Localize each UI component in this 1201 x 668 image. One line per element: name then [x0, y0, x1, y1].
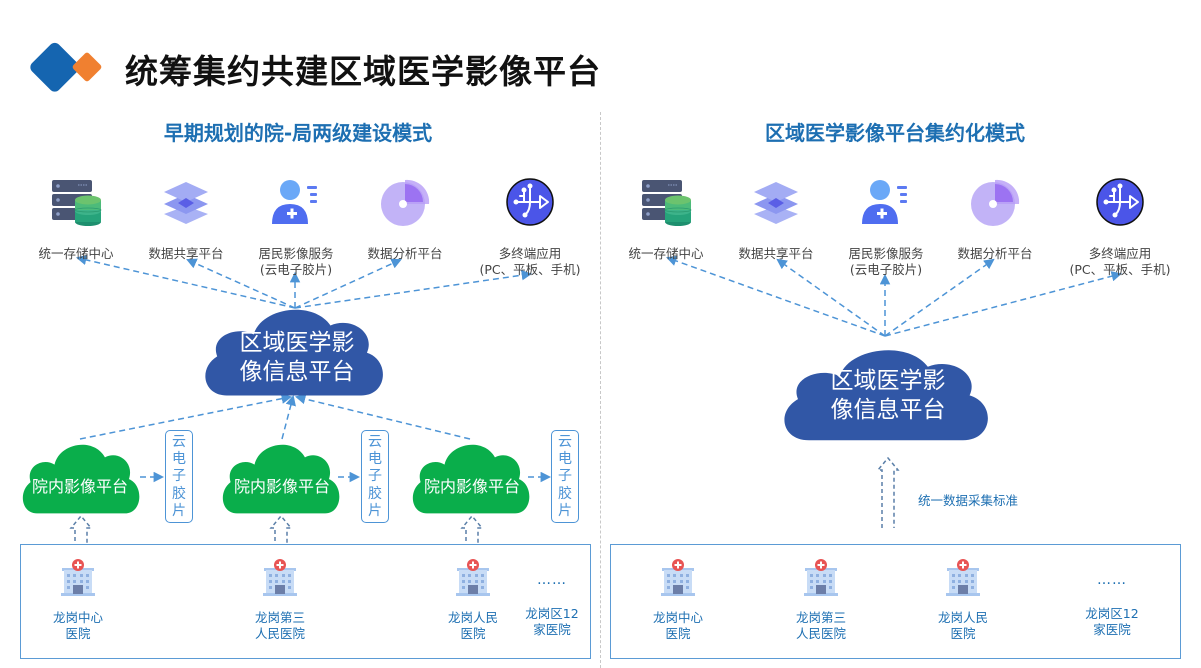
arrow-to-terminal-r — [884, 271, 1123, 337]
hospital-label: 龙岗人民医院 — [447, 610, 498, 641]
service-storage-r: 统一存储中心 — [606, 176, 726, 262]
arrow-to-terminal — [294, 270, 533, 309]
service-storage: 统一存储中心 — [16, 176, 136, 262]
pie-analytics-icon — [379, 176, 431, 228]
service-terminal: 多终端应用(PC、平板、手机) — [470, 176, 590, 278]
service-label: 数据分析平台 — [367, 246, 443, 261]
hospital-item: 龙岗人民医院 — [428, 558, 518, 642]
service-label: 统一存储中心 — [628, 246, 704, 261]
hospital-label: 龙岗中心医院 — [652, 610, 703, 641]
storage-server-icon — [640, 176, 692, 228]
hospital-icon — [658, 558, 698, 598]
hospital-item: 龙岗中心医院 — [33, 558, 123, 642]
hospital-item: 龙岗第三人民医院 — [776, 558, 866, 642]
arrow-hosp2-to-central — [281, 394, 296, 440]
multi-terminal-icon — [1094, 176, 1146, 228]
page-title: 统筹集约共建区域医学影像平台 — [125, 52, 601, 91]
hospital-label: 龙岗人民医院 — [937, 610, 988, 641]
service-label: 多终端应用(PC、平板、手机) — [1069, 246, 1171, 277]
service-resident: 居民影像服务(云电子胶片) — [236, 176, 356, 278]
ellipsis-icon: …… — [1097, 572, 1127, 588]
cloud-film-box: 云电子胶片 — [361, 430, 389, 523]
hospital-icon — [943, 558, 983, 598]
layers-icon — [160, 176, 212, 228]
left-section-title: 早期规划的院-局两级建设模式 — [163, 121, 433, 145]
cloud-film-box: 云电子胶片 — [551, 430, 579, 523]
hospital-label: 龙岗第三人民医院 — [254, 610, 305, 641]
service-share-r: 数据共享平台 — [716, 176, 836, 262]
service-share: 数据共享平台 — [126, 176, 246, 262]
hospital-cloud-label: 院内影像平台 — [31, 477, 129, 496]
central-cloud-label-left: 区域医学影像信息平台 — [239, 330, 355, 385]
hospital-item: 龙岗第三人民医院 — [235, 558, 325, 642]
service-label: 数据共享平台 — [148, 246, 224, 261]
right-hospital-group — [610, 544, 1181, 659]
hospital-label: 龙岗第三人民医院 — [795, 610, 846, 641]
section-divider — [600, 112, 601, 668]
resident-medical-icon — [860, 176, 912, 228]
central-cloud-label-right: 区域医学影像信息平台 — [830, 368, 946, 423]
left-hospital-group — [20, 544, 591, 659]
hospital-cloud-label: 院内影像平台 — [233, 477, 331, 496]
up-arrow-right — [876, 456, 900, 528]
service-label: 多终端应用(PC、平板、手机) — [479, 246, 581, 277]
hospital-icon — [260, 558, 300, 598]
ellipsis-icon: …… — [537, 572, 567, 588]
hospital-icon — [453, 558, 493, 598]
cloud-film-box: 云电子胶片 — [165, 430, 193, 523]
hospital-cloud-label: 院内影像平台 — [423, 477, 521, 496]
layers-icon — [750, 176, 802, 228]
service-analysis: 数据分析平台 — [345, 176, 465, 262]
data-standard-label: 统一数据采集标准 — [918, 493, 1019, 508]
hospital-icon — [58, 558, 98, 598]
logo-icon — [28, 36, 108, 102]
service-analysis-r: 数据分析平台 — [935, 176, 1055, 262]
pie-analytics-icon — [969, 176, 1021, 228]
hospital-icon — [801, 558, 841, 598]
hospital-item: 龙岗人民医院 — [918, 558, 1008, 642]
service-terminal-r: 多终端应用(PC、平板、手机) — [1060, 176, 1180, 278]
hospital-label: 龙岗中心医院 — [52, 610, 103, 641]
service-label: 数据分析平台 — [957, 246, 1033, 261]
service-label: 统一存储中心 — [38, 246, 114, 261]
multi-terminal-icon — [504, 176, 556, 228]
service-label: 数据共享平台 — [738, 246, 814, 261]
resident-medical-icon — [270, 176, 322, 228]
storage-server-icon — [50, 176, 102, 228]
service-resident-r: 居民影像服务(云电子胶片) — [826, 176, 946, 278]
service-label: 居民影像服务(云电子胶片) — [848, 246, 924, 277]
right-section-title: 区域医学影像平台集约化模式 — [765, 121, 1025, 145]
hospital-item: 龙岗中心医院 — [633, 558, 723, 642]
service-label: 居民影像服务(云电子胶片) — [258, 246, 334, 277]
